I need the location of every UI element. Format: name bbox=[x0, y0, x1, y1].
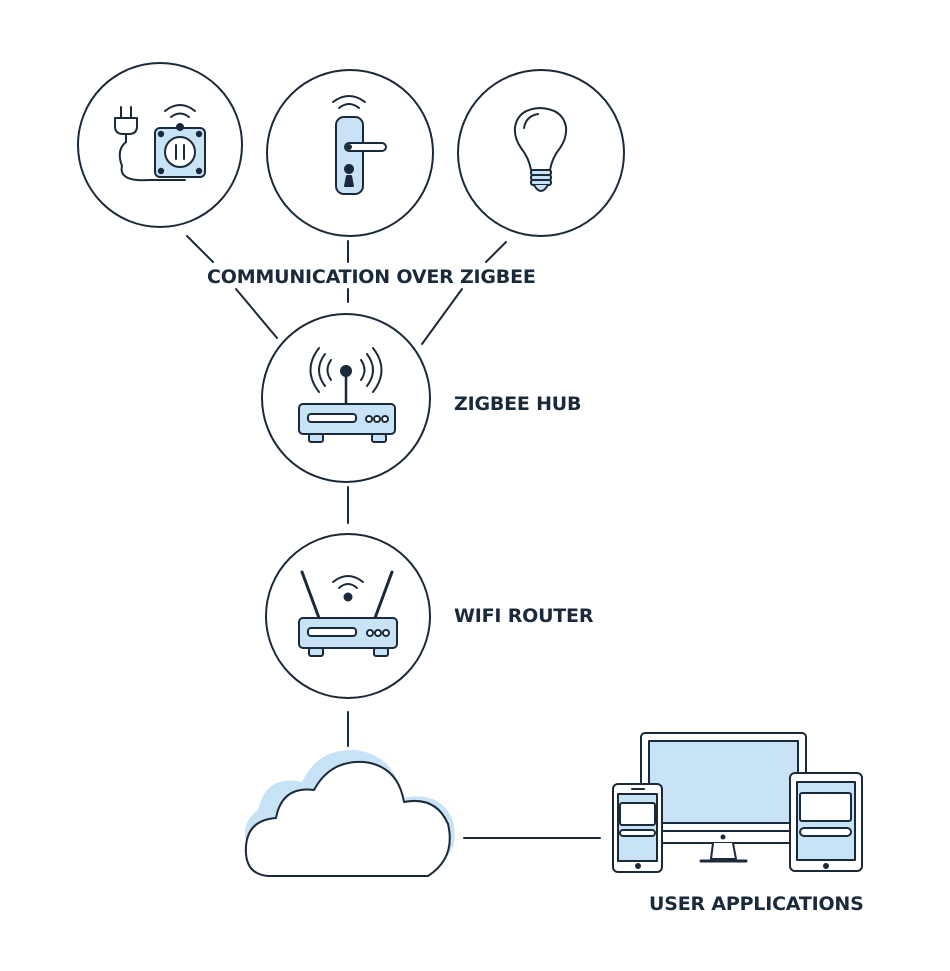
door-lock-icon bbox=[332, 95, 387, 195]
wifi-router-icon bbox=[298, 570, 398, 657]
light-bulb-icon bbox=[513, 107, 568, 192]
monitor-icon bbox=[640, 732, 807, 863]
door-lock-circle bbox=[266, 69, 434, 237]
cloud-icon bbox=[244, 749, 455, 877]
connector-lines bbox=[186, 235, 601, 839]
communication-label: COMMUNICATION OVER ZIGBEE bbox=[207, 266, 536, 288]
wifi-router-label: WIFI ROUTER bbox=[454, 605, 594, 627]
smart-plug-circle bbox=[77, 62, 243, 228]
wifi-router-circle bbox=[265, 533, 431, 699]
smart-plug-icon bbox=[114, 104, 206, 182]
zigbee-hub-icon bbox=[298, 347, 396, 443]
devices-icon bbox=[612, 732, 863, 873]
light-bulb-circle bbox=[457, 69, 625, 237]
phone-icon bbox=[612, 783, 663, 873]
zigbee-hub-circle bbox=[261, 313, 431, 483]
user-applications-label: USER APPLICATIONS bbox=[649, 893, 864, 915]
zigbee-hub-label: ZIGBEE HUB bbox=[454, 393, 582, 415]
tablet-icon bbox=[789, 772, 863, 872]
